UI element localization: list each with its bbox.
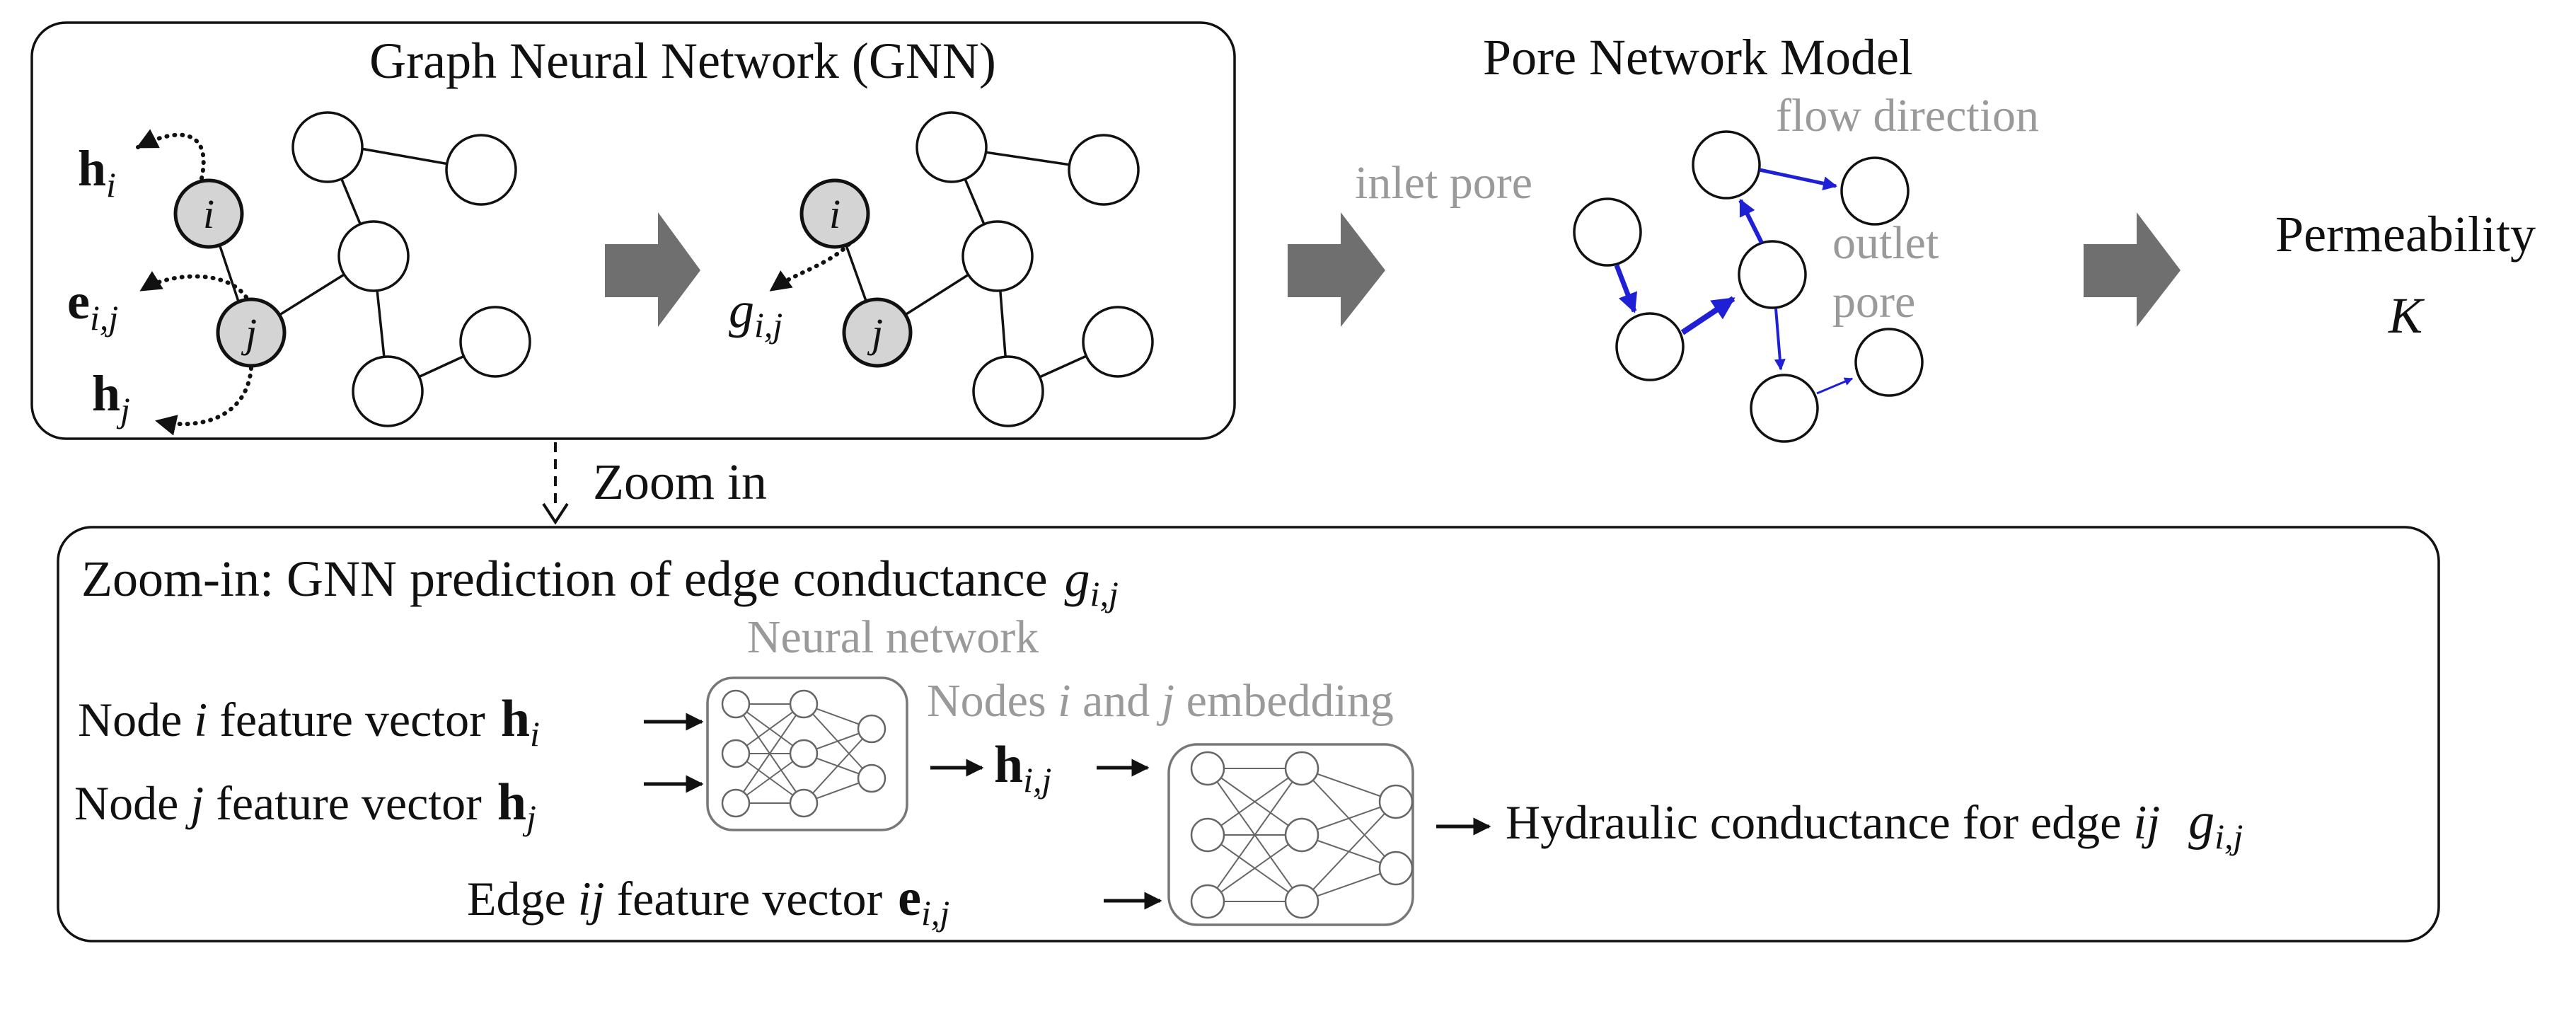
node-j-highlight [842, 297, 913, 368]
pore-node [1840, 156, 1910, 226]
node-i-label: i [203, 191, 214, 237]
zoom-arrowhead [542, 502, 569, 525]
graph-node [1082, 306, 1154, 378]
nn-neuron [1284, 751, 1319, 786]
g-ij-symbol: gi,j [729, 282, 782, 345]
nn-neuron [1190, 817, 1225, 853]
flow-edge [1680, 296, 1735, 335]
nn-diagram [1190, 751, 1414, 919]
nn-neuron [721, 788, 751, 818]
zoom-link: Zoom in [542, 442, 767, 525]
neural-network-box [706, 676, 908, 831]
process-arrow [1288, 212, 1385, 327]
gnn-panel: Graph Neural Network (GNN) i j hi ei,j [30, 21, 1236, 440]
flow-edge [1759, 168, 1837, 191]
pore-node [1854, 328, 1924, 397]
pore-node [1615, 312, 1685, 381]
outlet-pore-label-line2: pore [1832, 276, 1915, 328]
pore-node [1738, 240, 1807, 309]
nn-connection [1301, 801, 1397, 902]
nn-neuron [857, 714, 886, 744]
nn-neuron [1378, 851, 1414, 886]
nn-connection [803, 728, 872, 804]
nn-connection [1207, 768, 1303, 836]
h-j-symbol: hj [92, 365, 130, 430]
gnn-title: Graph Neural Network (GNN) [369, 33, 996, 89]
permeability-symbol: K [2388, 287, 2425, 344]
dotted-arrow-hi [136, 129, 206, 180]
outlet-pore-label-line1: outlet [1832, 217, 1939, 269]
node-i-label: i [829, 191, 841, 237]
nn-neuron [1190, 751, 1225, 786]
pore-node [1573, 197, 1642, 267]
nn-neuron [1378, 784, 1414, 819]
zoom-panel-frame [57, 526, 2440, 943]
inlet-pore-label: inlet pore [1355, 157, 1532, 209]
graph-node [1068, 134, 1140, 206]
nn-neuron [721, 739, 751, 768]
gnn-graph-left: i j hi ei,j hj [67, 111, 531, 436]
embedding-symbol: hi,j [994, 736, 1051, 800]
flow-edge [1816, 377, 1854, 395]
node-i-highlight [173, 178, 244, 249]
nn-neuron [857, 763, 886, 793]
graph-node [972, 355, 1044, 427]
process-arrow [2084, 212, 2181, 327]
gnn-graph-right: i j gi,j [729, 111, 1154, 427]
pore-network-panel: Pore Network Model inlet pore flow direc… [1355, 29, 2039, 443]
pore-node [1750, 374, 1819, 443]
zoom-panel-title: Zoom-in: GNN prediction of edge conducta… [81, 551, 1119, 613]
nn-neuron [1284, 884, 1319, 919]
nn-neuron [789, 788, 819, 818]
flow-edge [1614, 264, 1638, 313]
nn-connection [735, 703, 804, 804]
pore-network-title: Pore Network Model [1483, 29, 1913, 86]
graph-node [445, 134, 517, 206]
embedding-label: Nodes i and j embedding [927, 675, 1394, 727]
neural-network-box [1167, 743, 1414, 926]
nn-diagram [721, 689, 886, 818]
zoom-in-label: Zoom in [593, 454, 767, 510]
nn-neuron [1190, 884, 1225, 919]
nn-neuron [789, 739, 819, 768]
nn-connection [1207, 834, 1303, 902]
nn-neuron [789, 689, 819, 719]
node-j-highlight [216, 297, 287, 368]
permeability-title: Permeability [2275, 206, 2536, 263]
flow-direction-label: flow direction [1776, 90, 2039, 142]
e-ij-symbol: ei,j [67, 273, 118, 338]
graph-node [352, 355, 424, 427]
nn-neuron [1284, 817, 1319, 853]
flow-edge [1738, 198, 1764, 244]
node-i-highlight [799, 178, 870, 249]
nn-neuron [721, 689, 751, 719]
dotted-arrow-hj [155, 366, 253, 436]
neural-network-label: Neural network [747, 611, 1039, 663]
gnn-panel-frame [30, 21, 1236, 440]
pore-node [1692, 130, 1761, 200]
graph-node [916, 111, 988, 183]
flow-edge [1774, 308, 1786, 371]
graph-node [337, 220, 410, 292]
h-i-symbol: hi [78, 140, 116, 204]
dotted-arrow-eij [139, 270, 248, 299]
graph-node [459, 306, 531, 378]
permeability-result: Permeability K [2275, 206, 2536, 344]
zoom-in-panel: Zoom-in: GNN prediction of edge conducta… [57, 526, 2440, 943]
nn-connection [1207, 768, 1303, 902]
graph-node [291, 111, 364, 183]
graph-node [961, 220, 1034, 292]
process-arrow [605, 212, 700, 327]
dotted-arrow-gij [769, 242, 851, 292]
